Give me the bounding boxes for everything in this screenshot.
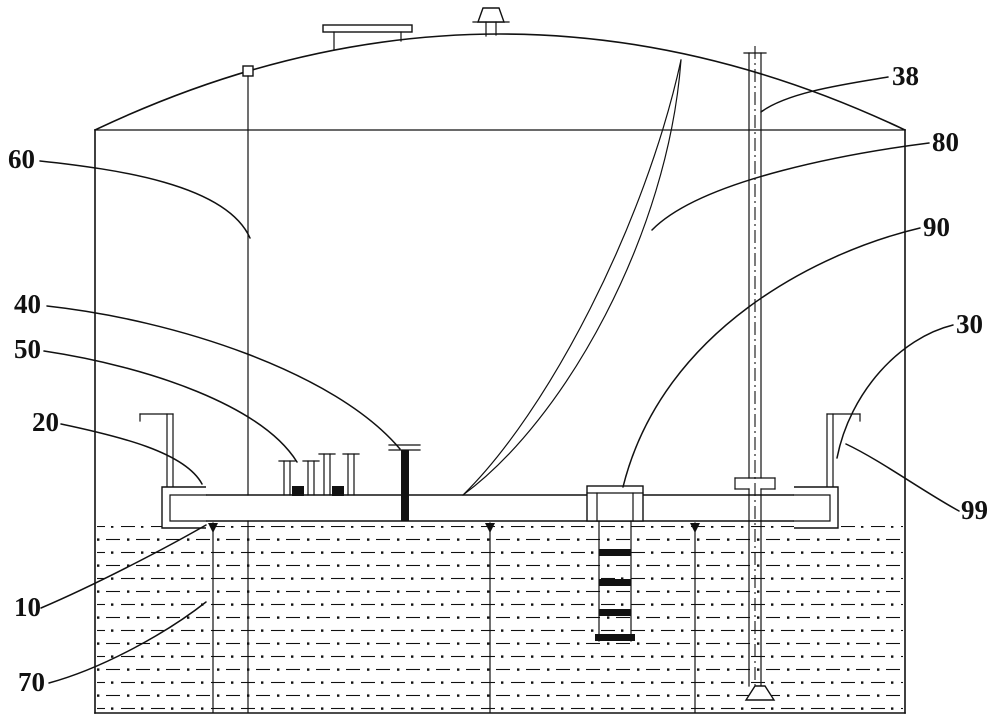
left-rim-assembly [139,413,207,529]
ladder-rung-1 [599,549,631,556]
label-38: 38 [892,61,919,91]
deck-leg-2-anchor [485,523,495,533]
ladder-rung-3 [599,609,631,616]
label-99: 99 [961,495,988,525]
tank-shell [93,33,907,714]
deck-leg-3-anchor [690,523,700,533]
label-30: 30 [956,309,983,339]
floating-deck [205,494,795,522]
leader-20 [60,423,203,485]
pipe-foot [744,685,776,701]
label-90: 90 [923,212,950,242]
leader-99 [845,443,960,512]
ladder [595,520,635,642]
vent-pipe-body [401,450,409,521]
leader-40 [46,305,401,450]
label-10: 10 [14,592,41,622]
tank-dome [93,33,907,132]
leader-90 [622,227,921,488]
bracket-b-pin [332,486,344,496]
leader-38 [760,76,889,113]
label-60: 60 [8,144,35,174]
pole-top-mount [242,65,254,77]
sloped-cable [462,59,682,496]
leader-50 [43,350,298,463]
left-seal-clamp-outer [161,486,206,529]
leader-10 [40,524,207,609]
leader-30 [836,324,954,459]
leader-70 [48,601,207,684]
label-70: 70 [18,667,45,697]
reference-labels: 60 40 50 20 10 70 38 80 90 30 99 [8,61,988,697]
label-20: 20 [32,407,59,437]
leader-60 [39,160,251,239]
label-50: 50 [14,334,41,364]
sampling-pipe [734,46,776,701]
gauge-well [586,485,644,522]
vent-cap [477,7,505,23]
leader-lines [39,76,960,684]
cable-curve-left [462,59,682,496]
roof-hatch-plate [322,24,413,33]
deck-vent-pipe [388,444,421,521]
bracket-a-pin [292,486,304,496]
deck-leg-1-anchor [208,523,218,533]
deck-support-brackets [278,453,360,496]
leader-80 [651,142,930,231]
right-seal-clamp-outer [794,486,839,529]
gauge-well-box [586,485,644,522]
right-rim-assembly [793,413,861,529]
dome-fittings [242,7,510,77]
right-seal-clamp-inner [793,494,831,522]
stored-liquid [97,526,903,712]
ladder-rung-2 [599,579,631,586]
deck-legs [208,522,700,713]
label-80: 80 [932,127,959,157]
cable-curve-right [462,59,682,496]
ladder-foot-bar [595,634,635,641]
label-40: 40 [14,289,41,319]
left-seal-clamp-inner [169,494,207,522]
